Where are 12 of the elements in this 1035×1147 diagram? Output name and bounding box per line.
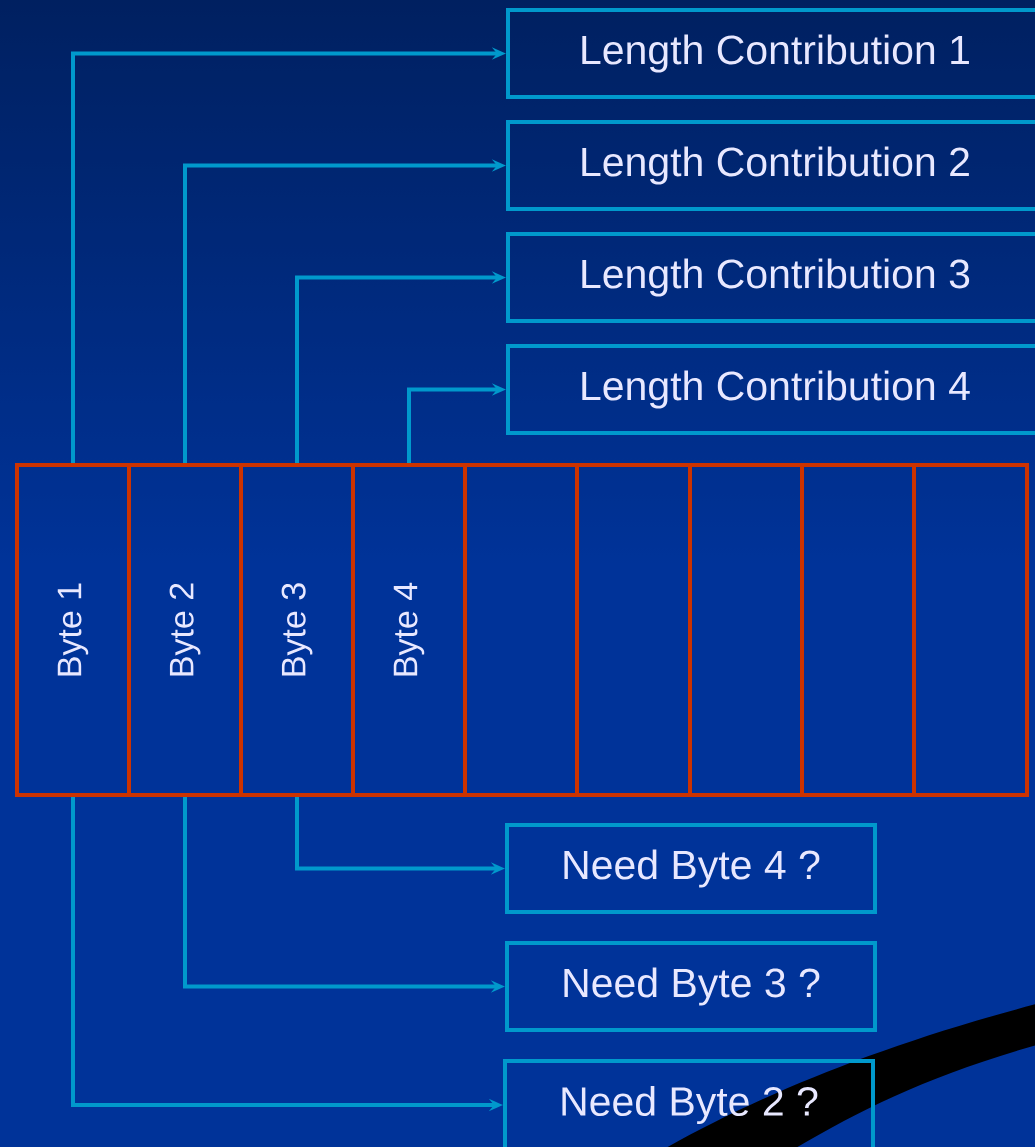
- empty-cell: [912, 463, 1029, 797]
- label-box: Length Contribution 4: [506, 344, 1035, 435]
- byte-cell: Byte 2: [127, 463, 243, 797]
- byte-cell: Byte 1: [15, 463, 131, 797]
- label-box: Length Contribution 3: [506, 232, 1035, 323]
- byte-cell: Byte 3: [239, 463, 355, 797]
- label-box: Need Byte 3 ?: [505, 941, 877, 1032]
- label-box: Length Contribution 2: [506, 120, 1035, 211]
- label-box: Need Byte 4 ?: [505, 823, 877, 914]
- label-box: Need Byte 2 ?: [503, 1059, 875, 1147]
- byte-cell: Byte 4: [351, 463, 467, 797]
- label-box: Length Contribution 1: [506, 8, 1035, 99]
